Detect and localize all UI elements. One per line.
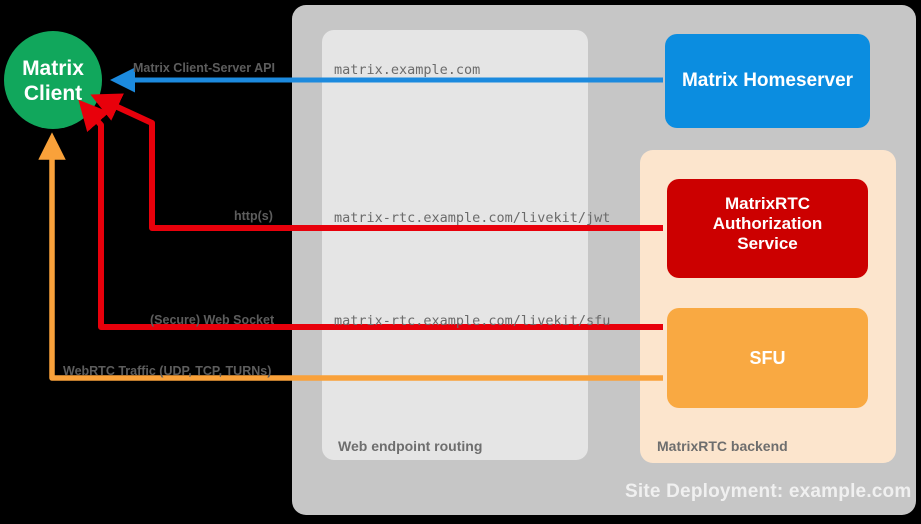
matrix-client-node[interactable] [4,31,102,129]
connection-label-webrtc-traffic: WebRTC Traffic (UDP, TCP, TURNs) [63,364,272,378]
connection-label-https-jwt: http(s) [234,209,273,223]
site-deployment-label: Site Deployment: example.com [625,481,912,502]
matrix-homeserver-node[interactable] [665,34,870,128]
endpoint-url-cs-api: matrix.example.com [334,62,481,78]
matrixrtc-backend-label: MatrixRTC backend [657,438,788,454]
connection-label-secure-websocket: (Secure) Web Socket [150,313,275,327]
endpoint-url-livekit-jwt: matrix-rtc.example.com/livekit/jwt [334,210,611,226]
web-endpoint-routing-label: Web endpoint routing [338,438,483,454]
endpoint-url-livekit-sfu: matrix-rtc.example.com/livekit/sfu [334,313,611,329]
connection-label-matrix-client-server-api: Matrix Client-Server API [133,61,275,75]
matrixrtc-authorization-service-node[interactable] [667,179,868,278]
web-endpoint-routing-container [322,30,588,460]
connection-secure-websocket [78,99,663,330]
sfu-node[interactable] [667,308,868,408]
connection-https-jwt [90,93,663,231]
connection-webrtc-traffic [38,132,663,381]
